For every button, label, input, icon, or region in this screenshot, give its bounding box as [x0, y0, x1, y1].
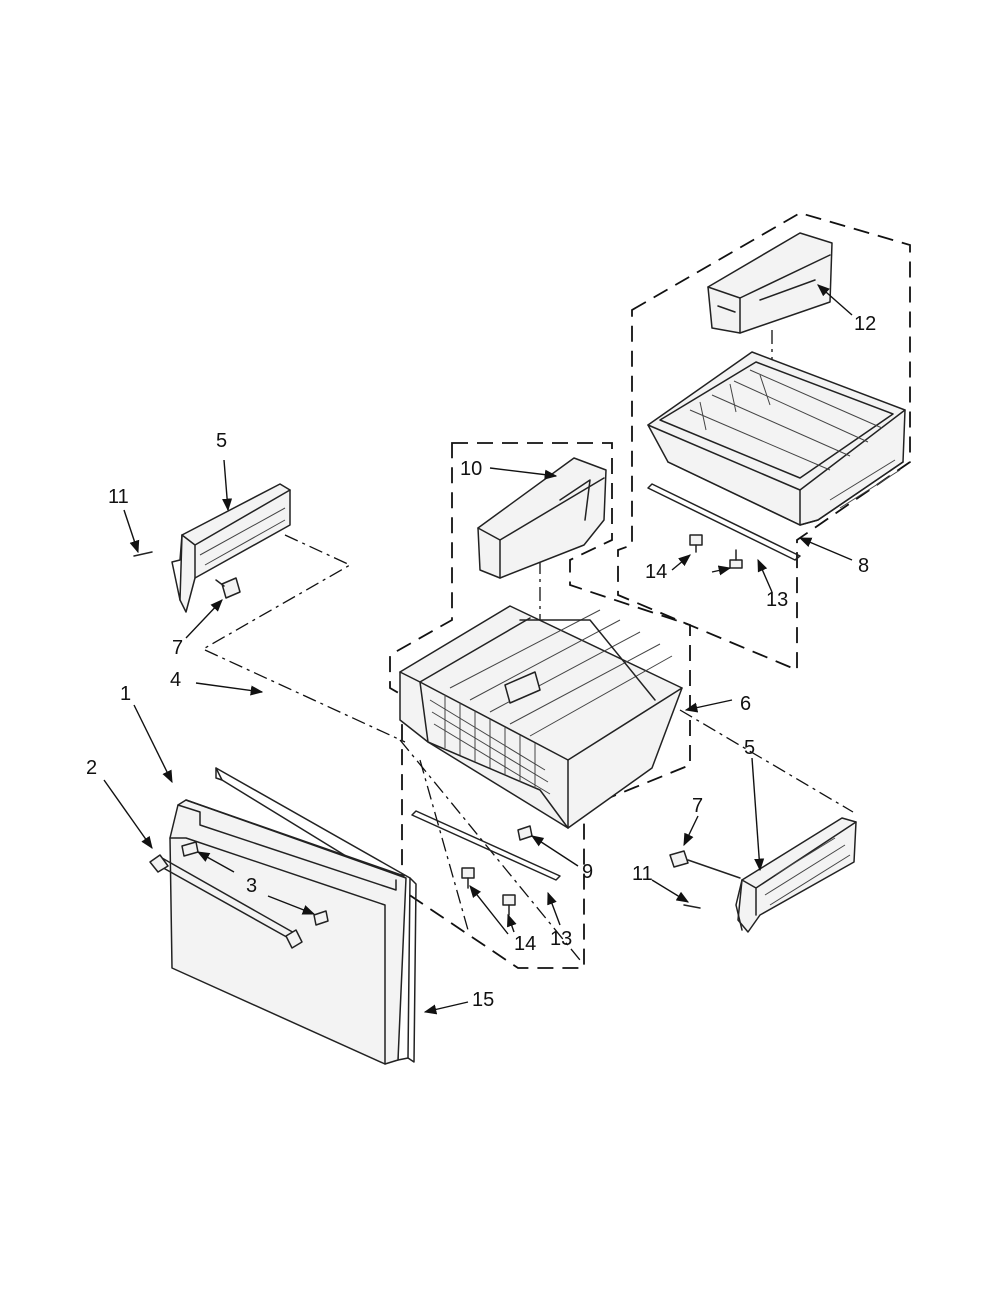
leader-10: [489, 467, 558, 480]
leader-14-upper: [671, 554, 691, 571]
lower-screw-left: [461, 867, 475, 889]
upper-basket-assembly-boundary: [617, 212, 911, 672]
leader-3-right: [267, 895, 316, 915]
callout-7-right: 7: [692, 795, 703, 817]
leader-9: [530, 835, 579, 867]
right-slide-rail-bracket: [735, 817, 857, 933]
upper-small-bin: [707, 232, 833, 334]
callout-3: 3: [246, 875, 257, 897]
leader-14-upper-b: [711, 565, 732, 576]
callout-1: 1: [120, 683, 131, 705]
lower-rail: [411, 810, 561, 881]
left-bracket-screw: [215, 577, 241, 599]
callout-13-upper: 13: [766, 589, 788, 611]
drawer-handle: [149, 854, 303, 949]
leader-2: [103, 779, 153, 850]
leader-3-left: [196, 851, 235, 873]
upper-screw-right: [729, 549, 743, 569]
leader-11-left: [123, 509, 140, 554]
callout-5-left: 5: [216, 430, 227, 452]
callout-6: 6: [740, 693, 751, 715]
callout-9: 9: [582, 861, 593, 883]
left-rail-alignment-line: [204, 534, 352, 649]
leader-13-lower: [547, 891, 561, 926]
handle-mount-screw-right: [313, 910, 329, 926]
leader-5-left: [222, 459, 233, 512]
callout-4: 4: [170, 669, 181, 691]
lower-screw-right: [502, 894, 516, 916]
stop-clip: [517, 825, 533, 841]
left-slide-rail-bracket: [171, 483, 291, 613]
lower-bin-assembly-boundary: [389, 442, 691, 969]
leader-14-lower-b: [507, 913, 517, 933]
callout-7-left: 7: [172, 637, 183, 659]
leader-1: [133, 704, 173, 784]
callout-11-right: 11: [632, 863, 653, 885]
left-front-axis-line: [419, 759, 469, 931]
leader-4: [195, 682, 264, 696]
right-rail-alignment-line: [679, 709, 854, 813]
callout-14-upper: 14: [645, 561, 667, 583]
upper-wire-basket: [647, 351, 906, 526]
leader-8: [798, 537, 853, 561]
callout-15: 15: [472, 989, 494, 1011]
leader-7-left: [185, 599, 223, 639]
leader-5-right: [751, 757, 765, 872]
lower-crisper-drawer: [399, 605, 683, 829]
upper-screw-left: [689, 534, 703, 553]
leader-6: [684, 699, 733, 713]
leader-14-lower-a: [469, 885, 509, 935]
callout-8: 8: [858, 555, 869, 577]
callout-14-lower: 14: [514, 933, 536, 955]
upper-rail: [647, 483, 801, 561]
slide-rail-axis-line: [204, 649, 406, 743]
freezer-drawer-front: [169, 799, 407, 1065]
callout-5-right: 5: [744, 737, 755, 759]
leader-7-right: [683, 815, 699, 847]
leader-12: [817, 284, 853, 316]
leader-15: [423, 1001, 469, 1015]
callout-2: 2: [86, 757, 97, 779]
right-bracket-screw: [669, 850, 741, 879]
leader-11-right: [651, 879, 690, 903]
callout-13-lower: 13: [550, 928, 572, 950]
callout-10: 10: [460, 458, 482, 480]
crisper-divider-bin: [477, 457, 607, 579]
callout-12: 12: [854, 313, 876, 335]
right-bracket-pin: [683, 904, 701, 909]
left-bracket-pin: [133, 551, 153, 557]
leader-13-upper: [757, 558, 773, 593]
callout-11-left: 11: [108, 486, 129, 508]
